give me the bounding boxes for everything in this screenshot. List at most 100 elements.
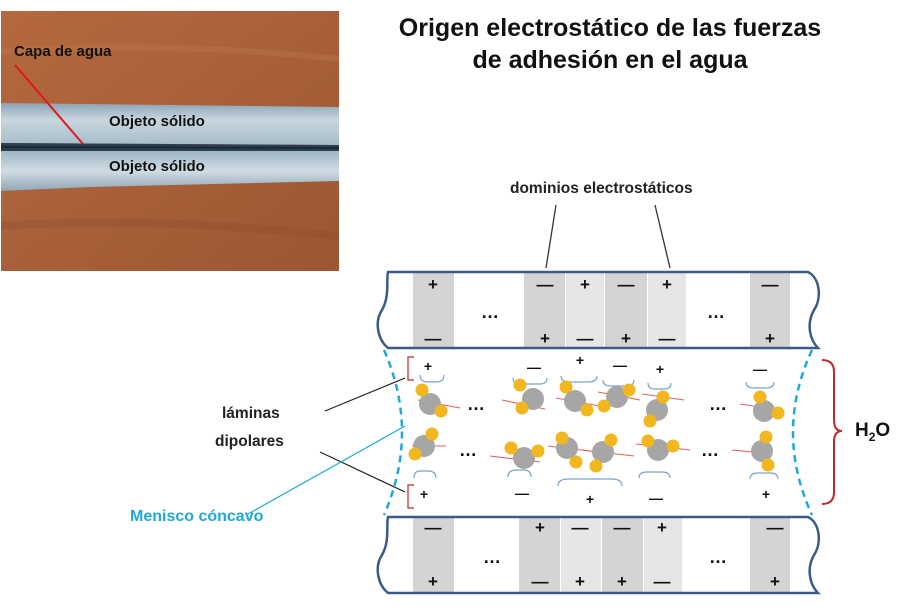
plate-sign: +: [535, 518, 545, 537]
ellipsis-mark: …: [709, 547, 727, 567]
ellipsis-mark: …: [707, 302, 725, 322]
water-sign: —: [515, 485, 529, 501]
dipolar-pointer-line: [320, 452, 405, 492]
plate-sign: —: [659, 329, 676, 348]
hydrogen-atom: [590, 460, 603, 473]
meniscus-label: Menisco cóncavo: [130, 508, 263, 526]
water-molecule: [416, 384, 448, 418]
meniscus-right: [793, 350, 812, 515]
dipole-bracket: [639, 472, 670, 478]
bottom-plate: [378, 517, 819, 593]
hydrogen-atom: [505, 442, 518, 455]
hydrogen-atom: [409, 448, 422, 461]
water-sign: +: [656, 361, 664, 377]
top-plate: [378, 272, 819, 348]
hydrogen-atom: [667, 440, 680, 453]
dipole-bracket: [648, 383, 671, 389]
plate-sign: +: [617, 572, 627, 591]
hydrogen-atom: [642, 435, 655, 448]
water-sign: —: [527, 359, 541, 375]
h2o-label: H2O: [855, 420, 890, 444]
water-molecule: [409, 428, 439, 461]
hydrogen-atom: [762, 459, 775, 472]
plate-sign: —: [614, 518, 631, 537]
plate-sign: —: [425, 329, 442, 348]
hydrogen-atom: [605, 434, 618, 447]
hydrogen-atom: [556, 432, 569, 445]
plate-sign: —: [577, 329, 594, 348]
h2o-o: O: [875, 420, 890, 441]
domains-label: dominios electrostáticos: [510, 180, 693, 198]
hydrogen-atom: [657, 391, 670, 404]
plate-sign: +: [428, 572, 438, 591]
water-sign: —: [649, 490, 663, 506]
domain-pointer-line: [655, 205, 670, 268]
hydrogen-atom: [416, 384, 429, 397]
hydrogen-atom: [623, 384, 636, 397]
water-molecule: [751, 431, 775, 472]
dipolar-label-line-1: láminas: [222, 405, 280, 423]
water-molecule: [505, 442, 545, 470]
left-bracket-bottom: [408, 485, 414, 508]
hydrogen-atom: [581, 404, 594, 417]
dipole-bracket: [414, 471, 436, 478]
plate-sign: —: [537, 275, 554, 294]
hydrogen-atom: [570, 456, 583, 469]
water-sign: —: [613, 357, 627, 373]
ellipsis-mark: …: [701, 440, 719, 460]
plate-sign: —: [767, 518, 784, 537]
water-molecule: [753, 391, 785, 423]
ellipsis-mark: …: [481, 302, 499, 322]
domain-pointer-line: [546, 205, 556, 268]
hydrogen-atom: [644, 415, 657, 428]
plate-sign: +: [770, 572, 780, 591]
water-sign: +: [576, 352, 584, 368]
hydrogen-atom: [772, 407, 785, 420]
plate-sign: —: [425, 518, 442, 537]
hydrogen-atom: [532, 445, 545, 458]
hydrogen-atom: [435, 405, 448, 418]
ellipsis-mark: …: [709, 394, 727, 414]
hydrogen-atom: [426, 428, 439, 441]
hydrogen-atom: [560, 381, 573, 394]
hydrogen-atom: [598, 400, 611, 413]
plate-sign: +: [662, 275, 672, 294]
plate-sign: —: [618, 275, 635, 294]
water-sign: +: [420, 486, 428, 502]
water-sign: +: [762, 486, 770, 502]
water-molecule: [560, 381, 594, 417]
plate-sign: +: [575, 572, 585, 591]
dipole-bracket: [746, 382, 774, 388]
hydrogen-atom: [516, 402, 529, 415]
plate-sign: —: [572, 518, 589, 537]
ellipsis-mark: …: [467, 394, 485, 414]
plate-sign: +: [657, 518, 667, 537]
dipole-bracket: [508, 470, 531, 477]
h2o-h: H: [855, 420, 869, 441]
water-sign: —: [753, 361, 767, 377]
oxygen-atom: [751, 440, 773, 462]
hydrogen-atom: [514, 379, 527, 392]
plate-sign: +: [428, 275, 438, 294]
dipolar-pointer-line: [325, 378, 405, 411]
plate-sign: +: [540, 329, 550, 348]
left-bracket-top: [408, 357, 414, 380]
plate-sign: +: [765, 329, 775, 348]
h2o-bracket: [822, 360, 842, 504]
water-sign: +: [586, 491, 594, 507]
hydrogen-atom: [754, 391, 767, 404]
water-molecule: [590, 434, 618, 473]
dipole-bracket: [558, 479, 622, 486]
dipolar-label-line-2: dipolares: [215, 433, 284, 451]
water-molecule: [642, 435, 680, 462]
ellipsis-mark: …: [483, 547, 501, 567]
ellipsis-mark: …: [459, 440, 477, 460]
hydrogen-atom: [760, 431, 773, 444]
dipole-bracket: [750, 473, 778, 479]
plate-sign: —: [654, 572, 671, 591]
plate-sign: —: [762, 275, 779, 294]
dipole-bracket: [420, 375, 444, 382]
water-sign: +: [424, 358, 432, 374]
plate-sign: —: [532, 572, 549, 591]
plate-sign: +: [580, 275, 590, 294]
